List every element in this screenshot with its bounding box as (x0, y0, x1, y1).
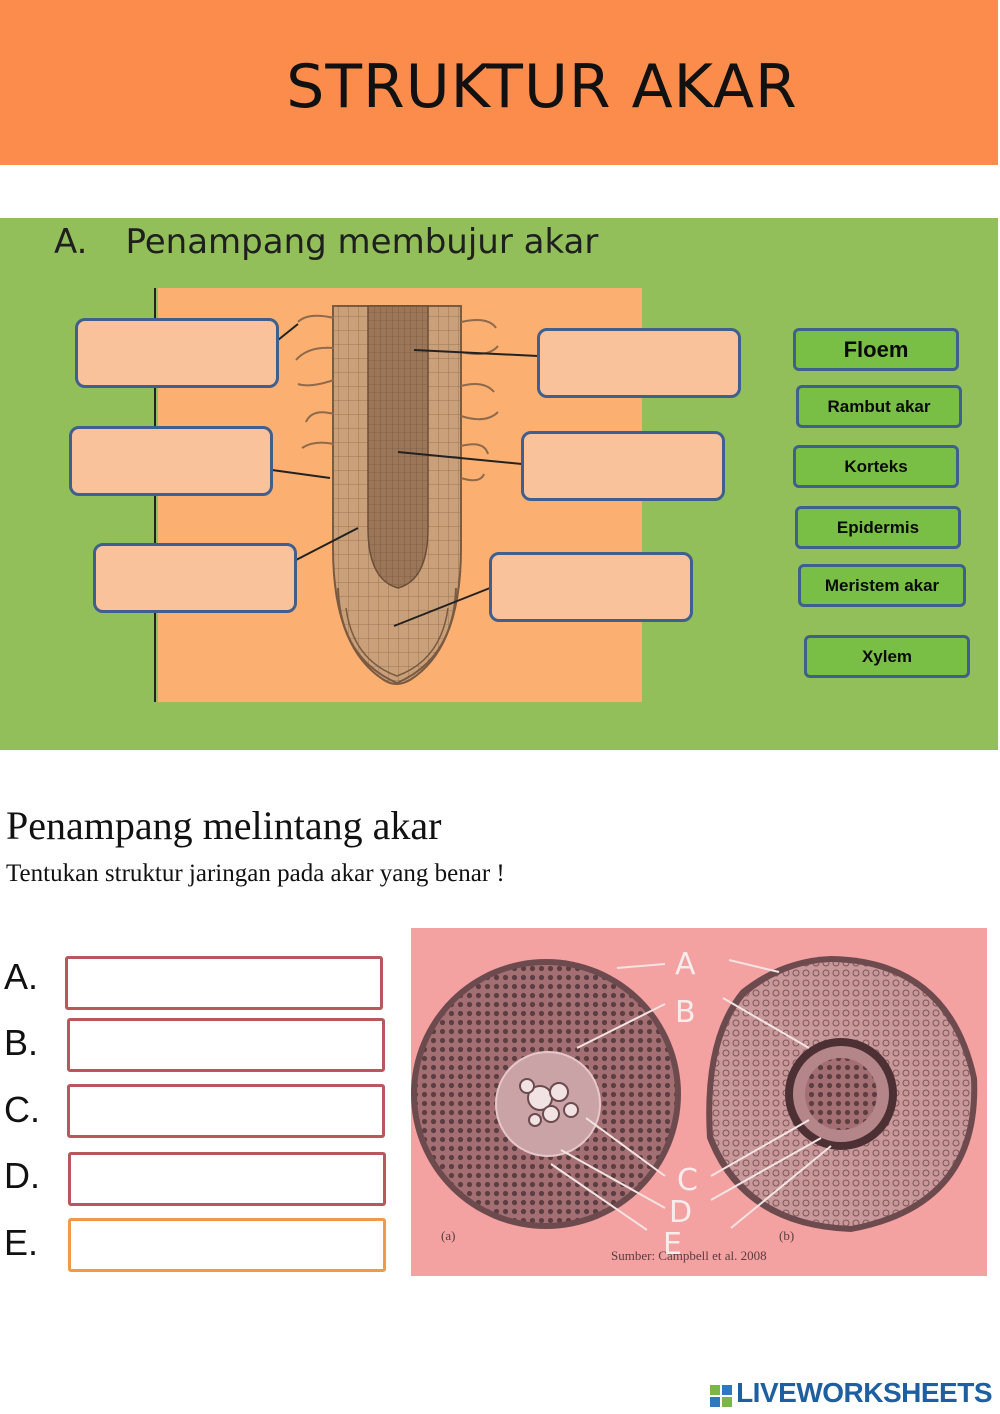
root-cross-section-figure: A B C D E (a) (b) Sumber: Campbell et al… (411, 928, 987, 1276)
section-a-title: Penampang membujur akar (125, 222, 599, 262)
section-a-number: A. (54, 222, 88, 262)
section-a-heading: A. Penampang membujur akar (54, 222, 598, 262)
word-chip-rambut-akar[interactable]: Rambut akar (796, 385, 962, 428)
answer-input-c[interactable] (67, 1084, 385, 1138)
word-chip-korteks[interactable]: Korteks (793, 445, 959, 488)
figure-label-e: E (663, 1227, 682, 1262)
drop-box-1[interactable] (75, 318, 279, 388)
word-chip-xylem[interactable]: Xylem (804, 635, 970, 678)
answer-input-a[interactable] (65, 956, 383, 1010)
panel-label-b: (b) (779, 1228, 794, 1243)
word-chip-floem[interactable]: Floem (793, 328, 959, 371)
liveworksheets-brand: LIVEWORKSHEETS (710, 1377, 992, 1409)
section-b-instruction: Tentukan struktur jaringan pada akar yan… (6, 860, 505, 887)
section-b-title: Penampang melintang akar (6, 803, 442, 848)
drop-box-5[interactable] (521, 431, 725, 501)
word-chip-meristem-akar[interactable]: Meristem akar (798, 564, 966, 607)
answer-letter-e: E. (4, 1222, 39, 1263)
answer-letter-c: C. (4, 1089, 40, 1130)
figure-label-a: A (675, 947, 696, 982)
answer-letter-a: A. (4, 956, 39, 997)
answer-input-d[interactable] (68, 1152, 386, 1206)
answer-letter-d: D. (4, 1155, 40, 1196)
page-title: STRUKTUR AKAR (286, 52, 798, 122)
figure-label-b: B (675, 995, 696, 1030)
answer-letter-b: B. (4, 1022, 39, 1063)
figure-source: Sumber: Campbell et al. 2008 (611, 1248, 767, 1263)
root-cross-section-illustration: A B C D E (a) (b) Sumber: Campbell et al… (411, 947, 978, 1263)
liveworksheets-logo-icon (710, 1382, 733, 1407)
brand-name: LIVEWORKSHEETS (736, 1377, 992, 1408)
figure-label-d: D (669, 1195, 692, 1230)
drop-box-3[interactable] (93, 543, 297, 613)
header-banner (0, 0, 998, 165)
drop-box-4[interactable] (537, 328, 741, 398)
word-chip-epidermis[interactable]: Epidermis (795, 506, 961, 549)
answer-input-b[interactable] (67, 1018, 385, 1072)
drop-box-6[interactable] (489, 552, 693, 622)
drop-box-2[interactable] (69, 426, 273, 496)
root-longitudinal-illustration (271, 305, 539, 685)
figure-label-c: C (677, 1163, 698, 1198)
panel-label-a: (a) (441, 1228, 455, 1243)
answer-input-e[interactable] (68, 1218, 386, 1272)
